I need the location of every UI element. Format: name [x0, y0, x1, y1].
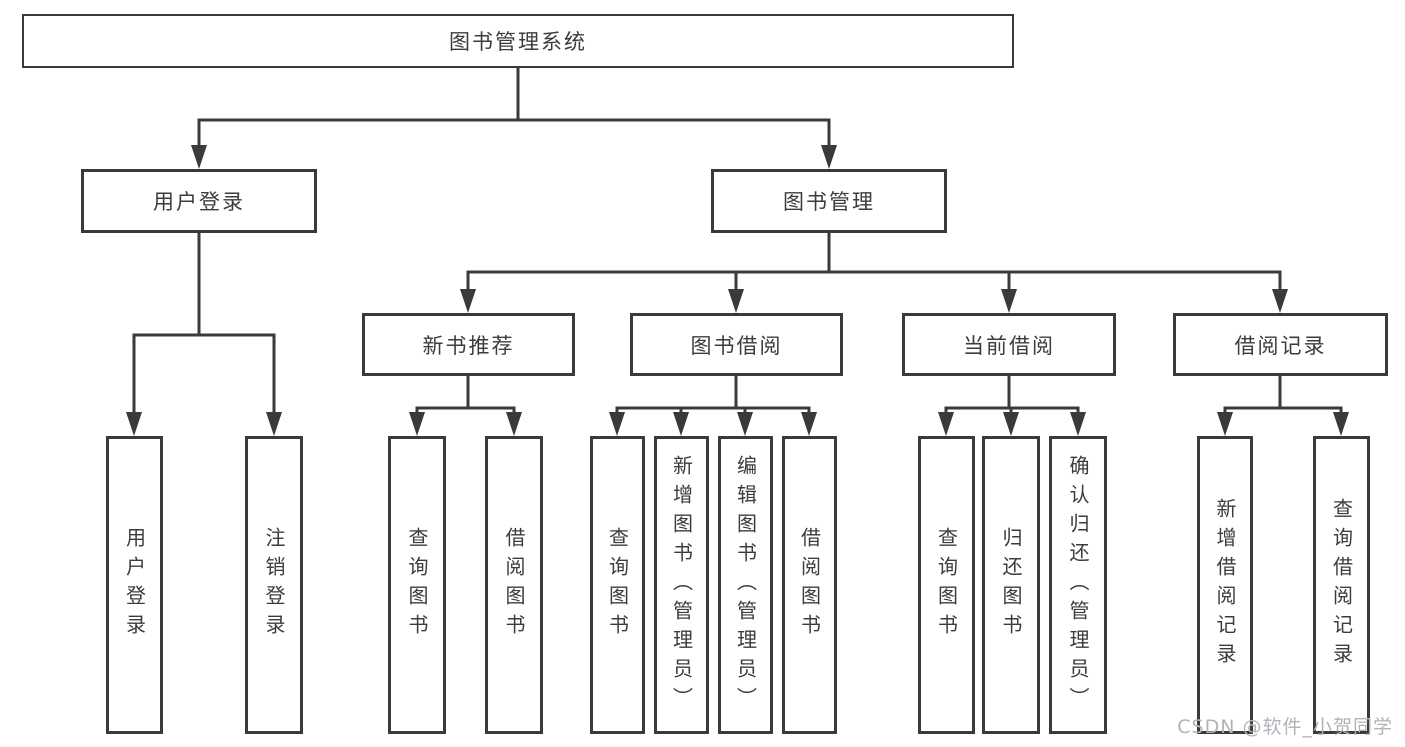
node-label: 编辑图书（管理员）	[733, 454, 758, 716]
node-label: 用户登录	[122, 527, 147, 643]
node-label: 新书推荐	[422, 333, 515, 358]
node-label: 图书管理系统	[449, 30, 587, 54]
node-book-management: 图书管理	[711, 169, 947, 233]
node-label: 确认归还（管理员）	[1066, 454, 1090, 716]
leaf-add-borrow-record: 新增借阅记录	[1197, 436, 1253, 734]
leaf-borrow-books-borrow: 借阅图书	[782, 436, 837, 734]
node-book-borrowing: 图书借阅	[630, 313, 843, 376]
node-label: 用户登录	[153, 190, 245, 214]
node-label: 借阅记录	[1234, 333, 1327, 358]
leaf-logout: 注销登录	[245, 436, 303, 734]
node-label: 新增借阅记录	[1213, 498, 1237, 672]
node-label: 归还图书	[999, 527, 1023, 643]
node-label: 借阅图书	[502, 527, 526, 643]
node-library-system: 图书管理系统	[22, 14, 1014, 68]
leaf-query-books-current: 查询图书	[918, 436, 975, 734]
leaf-edit-book-admin: 编辑图书（管理员）	[718, 436, 773, 734]
leaf-add-book-admin: 新增图书（管理员）	[654, 436, 709, 734]
node-borrowing-records: 借阅记录	[1173, 313, 1388, 376]
node-label: 借阅图书	[797, 527, 822, 643]
node-label: 图书借阅	[690, 333, 783, 358]
watermark: CSDN @软件_小贺同学	[1177, 716, 1393, 738]
leaf-borrow-books-recommend: 借阅图书	[485, 436, 543, 734]
node-label: 查询图书	[934, 527, 959, 643]
node-new-book-recommend: 新书推荐	[362, 313, 575, 376]
leaf-user-login: 用户登录	[106, 436, 163, 734]
node-label: 当前借阅	[963, 333, 1055, 358]
node-label: 注销登录	[262, 527, 286, 643]
node-label: 新增图书（管理员）	[669, 454, 694, 716]
node-current-borrowing: 当前借阅	[902, 313, 1116, 376]
leaf-confirm-return-admin: 确认归还（管理员）	[1049, 436, 1107, 734]
node-user-login: 用户登录	[81, 169, 317, 233]
node-label: 图书管理	[783, 190, 875, 214]
leaf-return-book: 归还图书	[982, 436, 1040, 734]
leaf-query-books-recommend: 查询图书	[388, 436, 446, 734]
node-label: 查询图书	[405, 527, 429, 643]
leaf-query-books-borrow: 查询图书	[590, 436, 645, 734]
node-label: 查询图书	[605, 527, 630, 643]
node-label: 查询借阅记录	[1329, 498, 1354, 672]
leaf-query-borrow-record: 查询借阅记录	[1313, 436, 1370, 734]
